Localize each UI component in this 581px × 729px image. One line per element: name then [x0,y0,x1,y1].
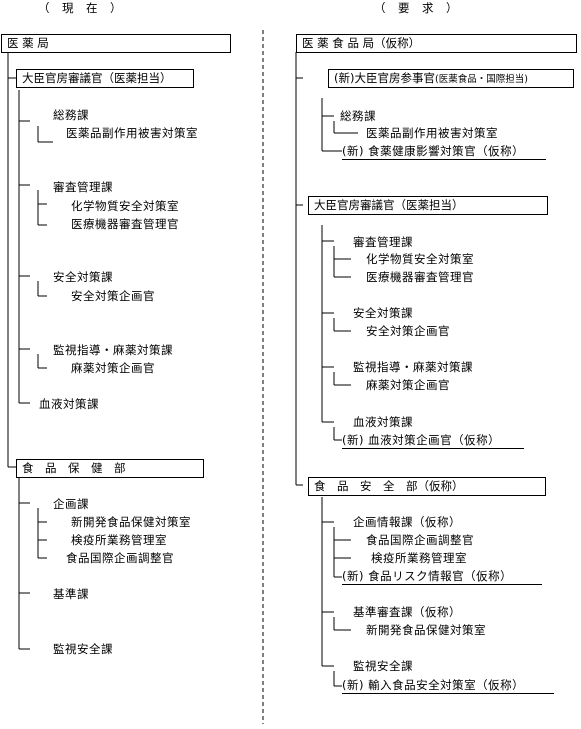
right-intl-officer: 食品国際企画調整官 [366,533,474,547]
left-quarantine-office: 検疫所業務管理室 [71,533,167,547]
left-general-affairs: 総務課 [53,108,89,122]
right-chem-office: 化学物質安全対策室 [366,252,474,266]
left-safety-officer: 安全対策企画官 [71,289,155,303]
right-new-counsellor-suffix: (医薬食品・国際担当) [434,74,528,85]
right-header: （ 要 求 ） [374,1,458,15]
right-new-counsellor-label: (新)大臣官房参事官 [334,71,435,85]
left-blood: 血液対策課 [39,397,99,411]
right-novel-food-office: 新開発食品保健対策室 [366,623,486,637]
left-councillor-box: 大臣官房審議官（医薬担当） [16,69,194,88]
left-novel-food-office: 新開発食品保健対策室 [71,515,191,529]
left-chem-office: 化学物質安全対策室 [71,199,179,213]
right-new-blood-officer: (新) 血液対策企画官（仮称） [342,433,524,449]
left-adverse-office: 医薬品副作用被害対策室 [66,126,198,140]
left-header: （ 現 在 ） [38,1,122,15]
left-councillor-label: 大臣官房審議官（医薬担当） [22,71,172,85]
right-safety-officer: 安全対策企画官 [366,324,450,338]
left-planning: 企画課 [53,497,89,511]
left-food-dept-box: 食 品 保 健 部 [16,459,204,478]
right-compliance: 監視指導・麻薬対策課 [353,360,473,374]
right-new-risk-officer: (新) 食品リスク情報官（仮称） [342,569,542,585]
left-inspection: 監視安全課 [53,642,113,656]
right-councillor-label: 大臣官房審議官（医薬担当） [314,198,464,212]
left-standards: 基準課 [53,587,89,601]
right-general-affairs: 総務課 [340,109,376,123]
right-standards-eval: 基準審査課（仮称） [353,605,461,619]
right-device-officer: 医療機器審査管理官 [366,270,474,284]
right-food-dept-label: 食 品 安 全 部（仮称） [314,479,464,493]
right-bureau-box: 医 薬 食 品 局（仮称） [296,34,577,53]
right-bureau-label: 医 薬 食 品 局（仮称） [302,36,421,50]
left-food-dept-label: 食 品 保 健 部 [22,461,126,475]
right-info-planning: 企画情報課（仮称） [353,515,461,529]
left-intl-officer: 食品国際企画調整官 [66,551,174,565]
right-evaluation: 審査管理課 [353,235,413,249]
right-food-dept-box: 食 品 安 全 部（仮称） [308,477,546,496]
right-narcotics-officer: 麻薬対策企画官 [366,378,450,392]
right-new-import-office: (新) 輸入食品安全対策室（仮称） [342,678,554,694]
left-safety: 安全対策課 [53,270,113,284]
left-narcotics-officer: 麻薬対策企画官 [71,361,155,375]
left-device-officer: 医療機器審査管理官 [71,217,179,231]
right-adverse-office: 医薬品副作用被害対策室 [366,126,498,140]
left-bureau-label: 医 薬 局 [7,36,49,50]
right-councillor-box: 大臣官房審議官（医薬担当） [308,196,548,215]
right-inspection: 監視安全課 [353,659,413,673]
left-compliance: 監視指導・麻薬対策課 [53,343,173,357]
right-blood: 血液対策課 [353,415,413,429]
right-quarantine-office: 検疫所業務管理室 [371,551,467,565]
right-safety: 安全対策課 [353,306,413,320]
right-new-counsellor-box: (新)大臣官房参事官(医薬食品・国際担当) [328,69,574,88]
right-new-food-health: (新) 食薬健康影響対策官（仮称） [342,144,546,160]
left-evaluation: 審査管理課 [53,180,113,194]
left-bureau-box: 医 薬 局 [1,34,231,53]
